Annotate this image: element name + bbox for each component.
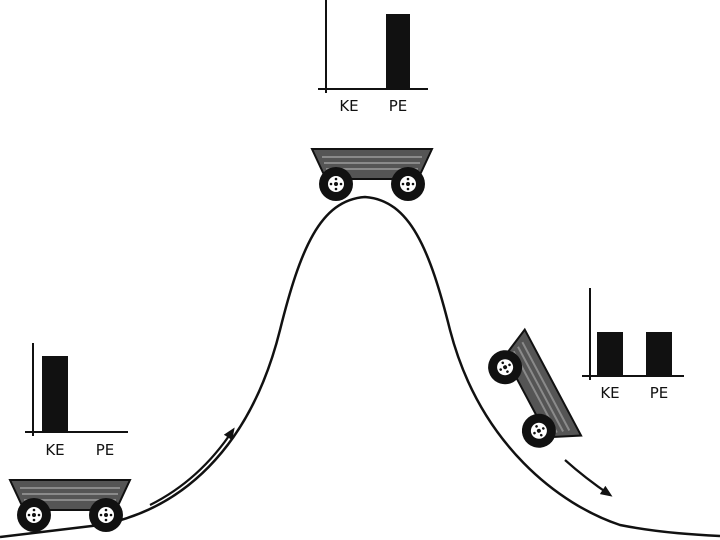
motion-arrow-down-right xyxy=(564,459,613,497)
energy-bar-chart-bottom-left: KE PE xyxy=(25,343,128,459)
tick-label-ke: KE xyxy=(600,384,619,402)
motion-arrow-up-left xyxy=(149,427,235,506)
cart-right-slope xyxy=(479,330,581,460)
energy-bar-chart-right-slope: KE PE xyxy=(582,288,684,402)
cart-top xyxy=(312,149,432,201)
energy-bar-chart-top: KE PE xyxy=(318,0,428,115)
tick-label-pe: PE xyxy=(650,384,669,402)
tick-label-ke: KE xyxy=(339,97,358,115)
tick-label-pe: PE xyxy=(96,441,115,459)
bar-pe xyxy=(646,332,672,376)
cart-bottom-left xyxy=(10,480,130,532)
bar-ke xyxy=(597,332,623,376)
tick-label-ke: KE xyxy=(45,441,64,459)
bar-pe xyxy=(386,14,410,89)
bar-ke xyxy=(42,356,68,432)
tick-label-pe: PE xyxy=(389,97,408,115)
track-curve xyxy=(0,195,720,539)
